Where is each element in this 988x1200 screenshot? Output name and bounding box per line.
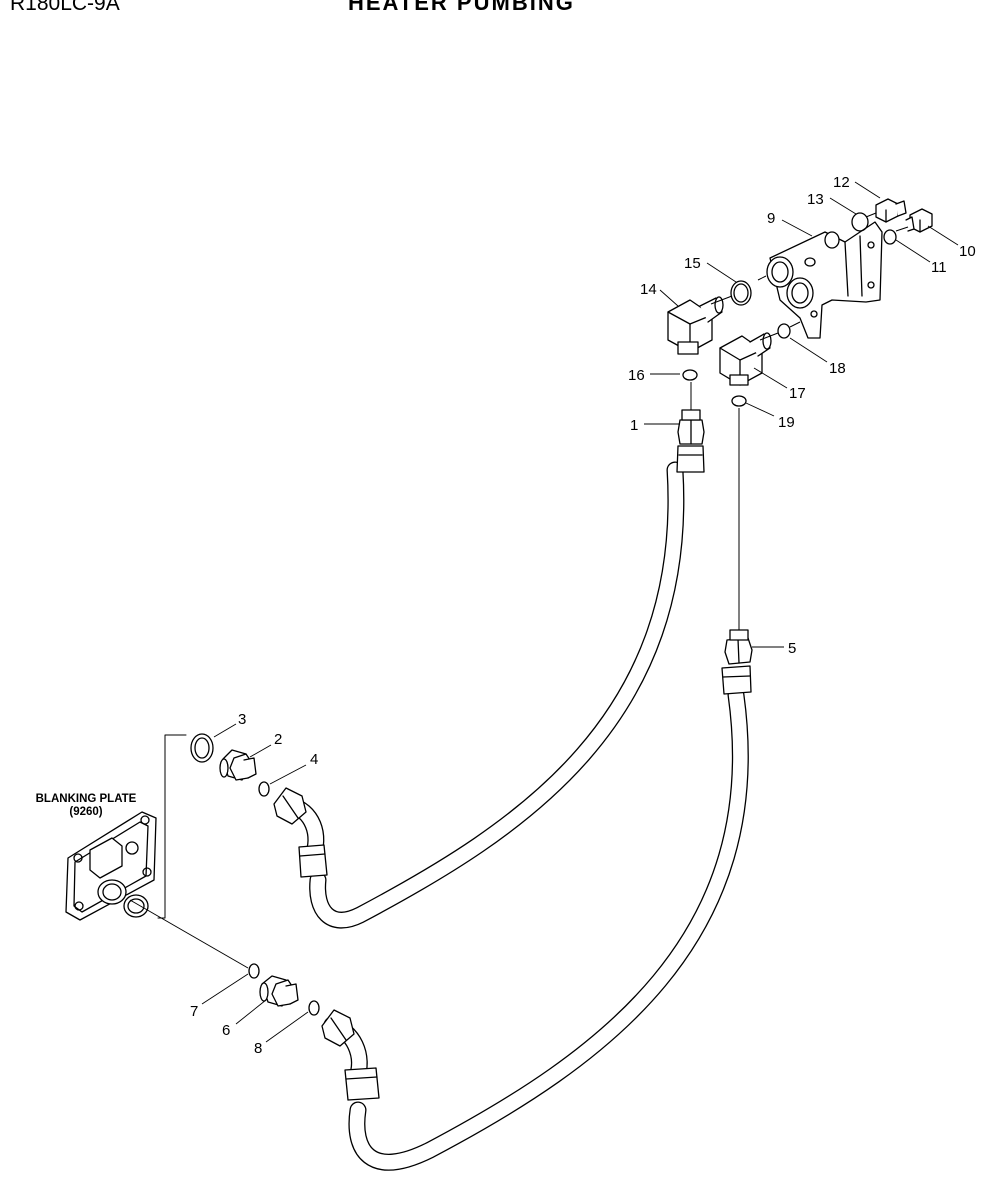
part-label-13: 13 xyxy=(807,191,824,208)
part-label-9: 9 xyxy=(767,210,775,227)
part-label-12: 12 xyxy=(833,174,850,191)
adapter-6 xyxy=(259,975,299,1007)
lower-hose xyxy=(321,629,753,1171)
manifold-block-9 xyxy=(766,221,883,339)
part-label-3: 3 xyxy=(238,711,246,728)
upper-hose xyxy=(273,409,705,929)
plug-12 xyxy=(875,198,907,223)
blanking-plate-label: BLANKING PLATE xyxy=(36,793,137,805)
plug-10 xyxy=(905,208,933,233)
adapter-2 xyxy=(219,749,257,781)
leader-lines xyxy=(201,181,959,1043)
part-label-8: 8 xyxy=(254,1040,262,1057)
part-label-6: 6 xyxy=(222,1022,230,1039)
part-label-18: 18 xyxy=(829,360,846,377)
elbow-14 xyxy=(667,296,724,355)
part-label-5: 5 xyxy=(788,640,796,657)
part-labels: 1 2 3 4 5 6 7 8 9 10 11 12 13 14 15 16 1… xyxy=(36,174,976,1057)
sheet-title: HEATER PUMBING xyxy=(348,0,575,15)
o-rings xyxy=(190,212,897,1016)
part-label-11: 11 xyxy=(931,259,947,276)
blanking-plate-ref: (9260) xyxy=(69,806,102,818)
part-label-16: 16 xyxy=(628,367,645,384)
part-label-19: 19 xyxy=(778,414,795,431)
part-label-14: 14 xyxy=(640,281,657,298)
part-label-1: 1 xyxy=(630,417,638,434)
model-code: R180LC-9A xyxy=(10,0,120,15)
part-label-15: 15 xyxy=(684,255,701,272)
assembly-bracket xyxy=(157,734,187,919)
part-label-17: 17 xyxy=(789,385,806,402)
part-label-4: 4 xyxy=(310,751,318,768)
part-label-10: 10 xyxy=(959,243,976,260)
part-label-2: 2 xyxy=(274,731,282,748)
assembly-lines xyxy=(129,212,909,969)
part-label-7: 7 xyxy=(190,1003,198,1020)
blanking-plate xyxy=(65,811,157,921)
elbow-17 xyxy=(719,332,772,386)
